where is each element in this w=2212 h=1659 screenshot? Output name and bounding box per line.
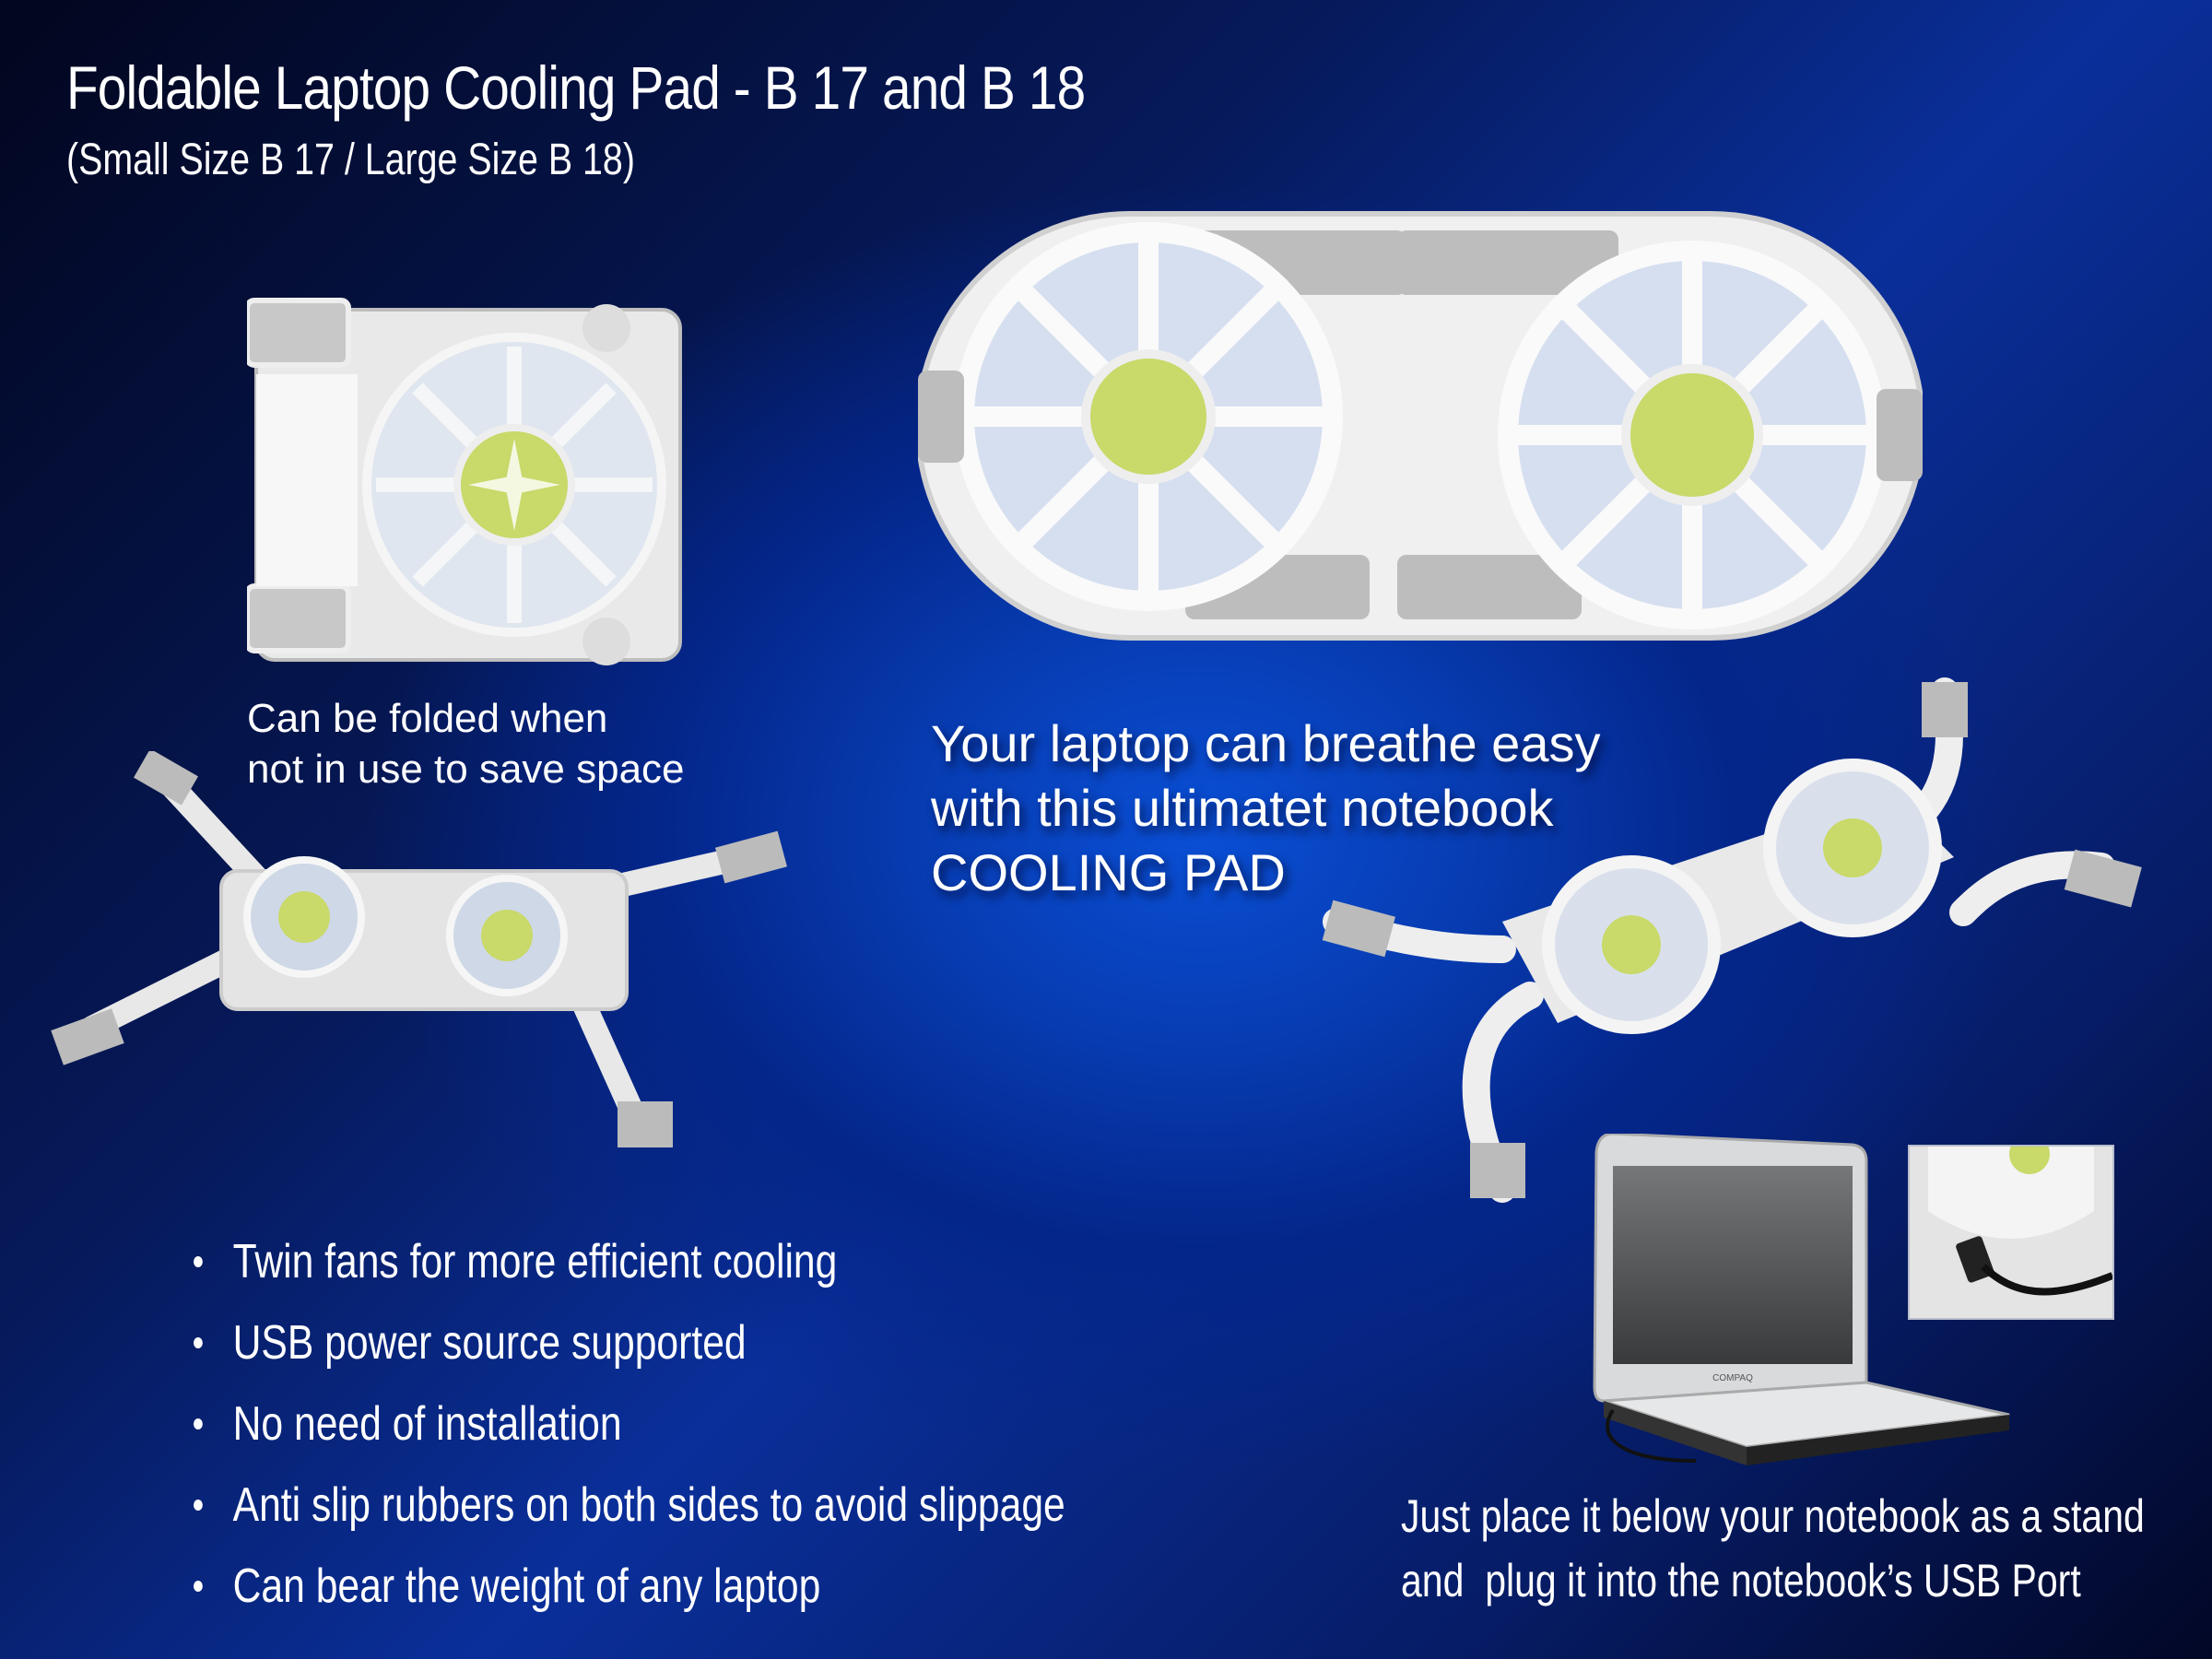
usage-line: Just place it below your notebook as a s… <box>1401 1490 2145 1542</box>
feature-item: No need of installation <box>194 1383 1065 1465</box>
feature-text: Twin fans for more efficient cooling <box>232 1235 838 1288</box>
bullet-icon <box>194 1256 203 1267</box>
folded-caption-line: Can be folded when <box>247 696 608 741</box>
feature-item: Twin fans for more efficient cooling <box>194 1221 1065 1302</box>
headline-caption: Your laptop can breathe easy with this u… <box>931 712 1600 905</box>
small-cooling-pad-unfolded-image <box>51 751 787 1147</box>
headline-line: COOLING PAD <box>931 843 1286 901</box>
bullet-icon <box>194 1581 203 1592</box>
feature-text: USB power source supported <box>232 1316 747 1370</box>
laptop-brand: COMPAQ <box>1712 1373 1753 1383</box>
bullet-icon <box>194 1500 203 1511</box>
usage-caption: Just place it below your notebook as a s… <box>1401 1484 2145 1613</box>
feature-text: No need of installation <box>232 1397 622 1451</box>
folded-caption: Can be folded when not in use to save sp… <box>247 693 685 794</box>
page-subtitle: (Small Size B 17 / Large Size B 18) <box>66 135 635 184</box>
bullet-icon <box>194 1337 203 1348</box>
twin-fan-cooling-pad-image <box>918 211 1923 641</box>
page-title: Foldable Laptop Cooling Pad - B 17 and B… <box>66 53 1086 122</box>
headline-line: Your laptop can breathe easy <box>931 714 1601 772</box>
folded-cooling-pad-image <box>247 298 682 665</box>
usage-line: and plug it into the notebook’s USB Port <box>1401 1555 2081 1606</box>
laptop-on-cooling-pad-image: COMPAQ <box>1593 1134 2010 1465</box>
usb-plug-closeup-image <box>1910 1147 2112 1318</box>
large-cooling-pad-unfolded-image <box>1322 677 2142 1203</box>
feature-list: Twin fans for more efficient cooling USB… <box>194 1221 1256 1627</box>
bullet-icon <box>194 1418 203 1430</box>
folded-caption-line: not in use to save space <box>247 747 685 792</box>
headline-line: with this ultimatet notebook <box>931 779 1554 837</box>
feature-item: Anti slip rubbers on both sides to avoid… <box>194 1465 1065 1546</box>
feature-text: Anti slip rubbers on both sides to avoid… <box>232 1478 1065 1532</box>
feature-item: Can bear the weight of any laptop <box>194 1546 1065 1627</box>
feature-item: USB power source supported <box>194 1302 1065 1383</box>
feature-text: Can bear the weight of any laptop <box>232 1559 821 1613</box>
